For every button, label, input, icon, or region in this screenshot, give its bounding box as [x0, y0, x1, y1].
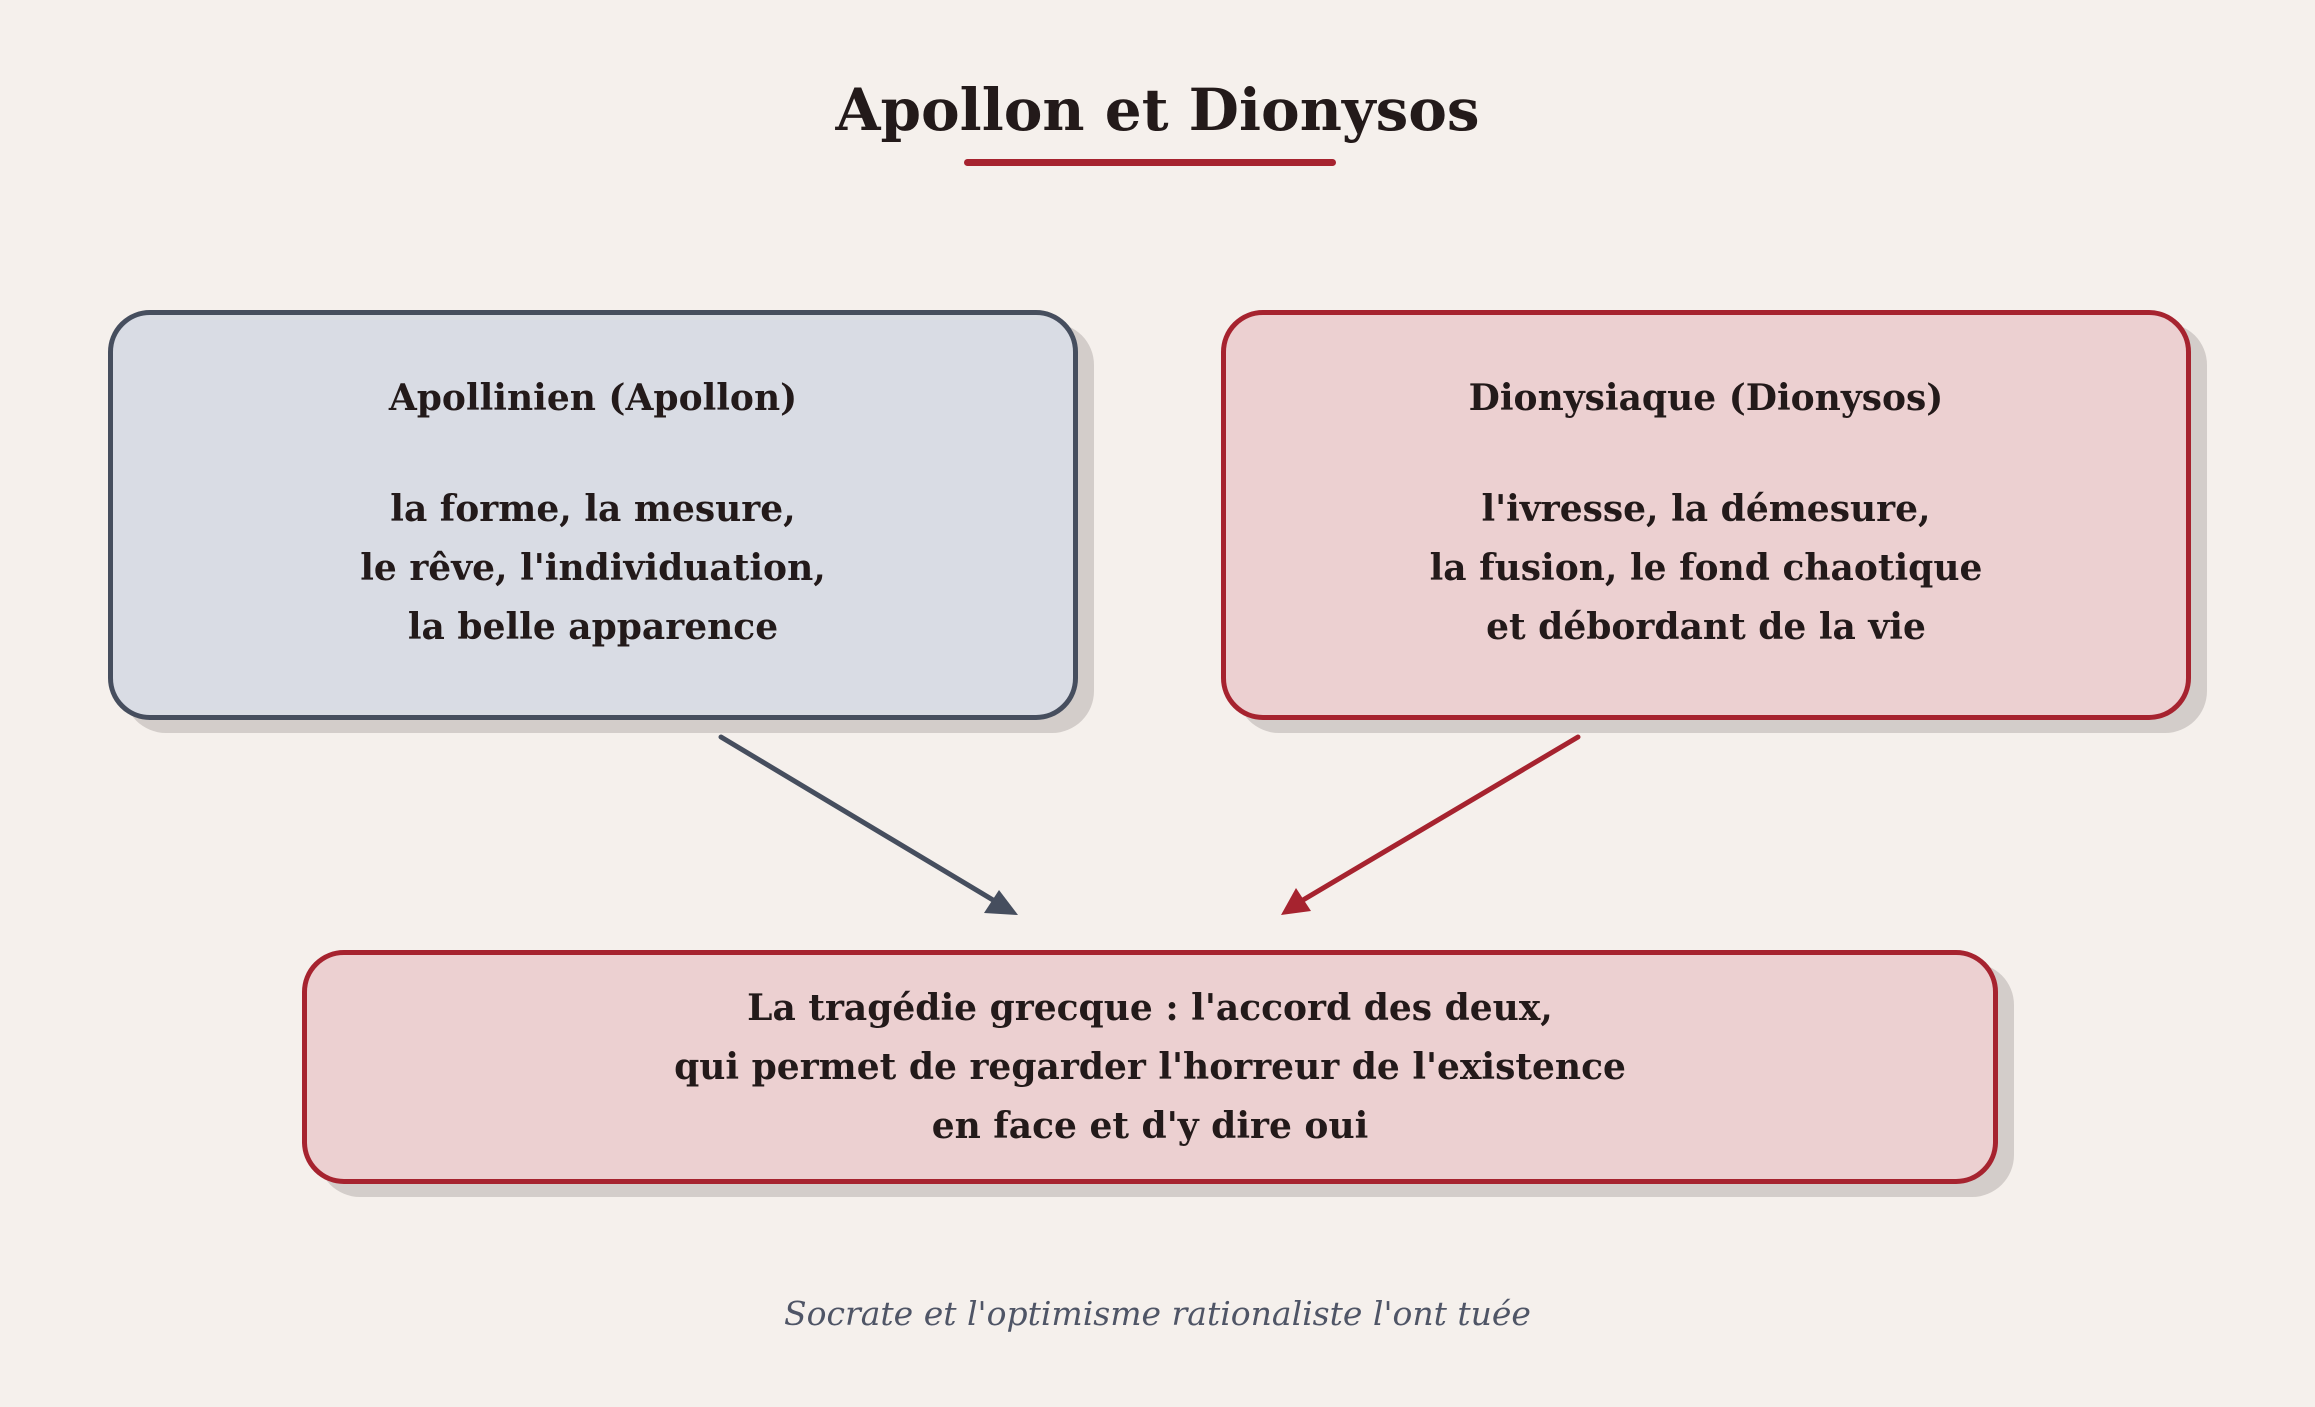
tragedy-box: La tragédie grecque : l'accord des deux,… — [302, 950, 1998, 1184]
apollonian-line: le rêve, l'individuation, — [360, 546, 826, 589]
dionysian-box: Dionysiaque (Dionysos) l'ivresse, la dém… — [1221, 310, 2191, 720]
dionysian-line: l'ivresse, la démesure, — [1481, 487, 1931, 530]
apollonian-heading: Apollinien (Apollon) — [388, 376, 798, 419]
tragedy-line: en face et d'y dire oui — [931, 1104, 1369, 1147]
dionysian-arrow — [1281, 734, 1581, 915]
apollonian-box: Apollinien (Apollon) la forme, la mesure… — [108, 310, 1078, 720]
title-underline — [964, 159, 1336, 166]
dionysian-heading: Dionysiaque (Dionysos) — [1468, 376, 1944, 419]
apollonian-line: la belle apparence — [407, 605, 779, 648]
dionysian-line: la fusion, le fond chaotique — [1429, 546, 1983, 589]
apollonian-arrow — [718, 734, 1018, 915]
tragedy-line: qui permet de regarder l'horreur de l'ex… — [674, 1045, 1626, 1088]
dionysian-line: et débordant de la vie — [1486, 605, 1926, 648]
footer-note: Socrate et l'optimisme rationaliste l'on… — [784, 1294, 1531, 1333]
apollonian-line: la forme, la mesure, — [390, 487, 796, 530]
tragedy-line: La tragédie grecque : l'accord des deux, — [747, 986, 1553, 1029]
diagram-title: Apollon et Dionysos — [835, 76, 1480, 144]
